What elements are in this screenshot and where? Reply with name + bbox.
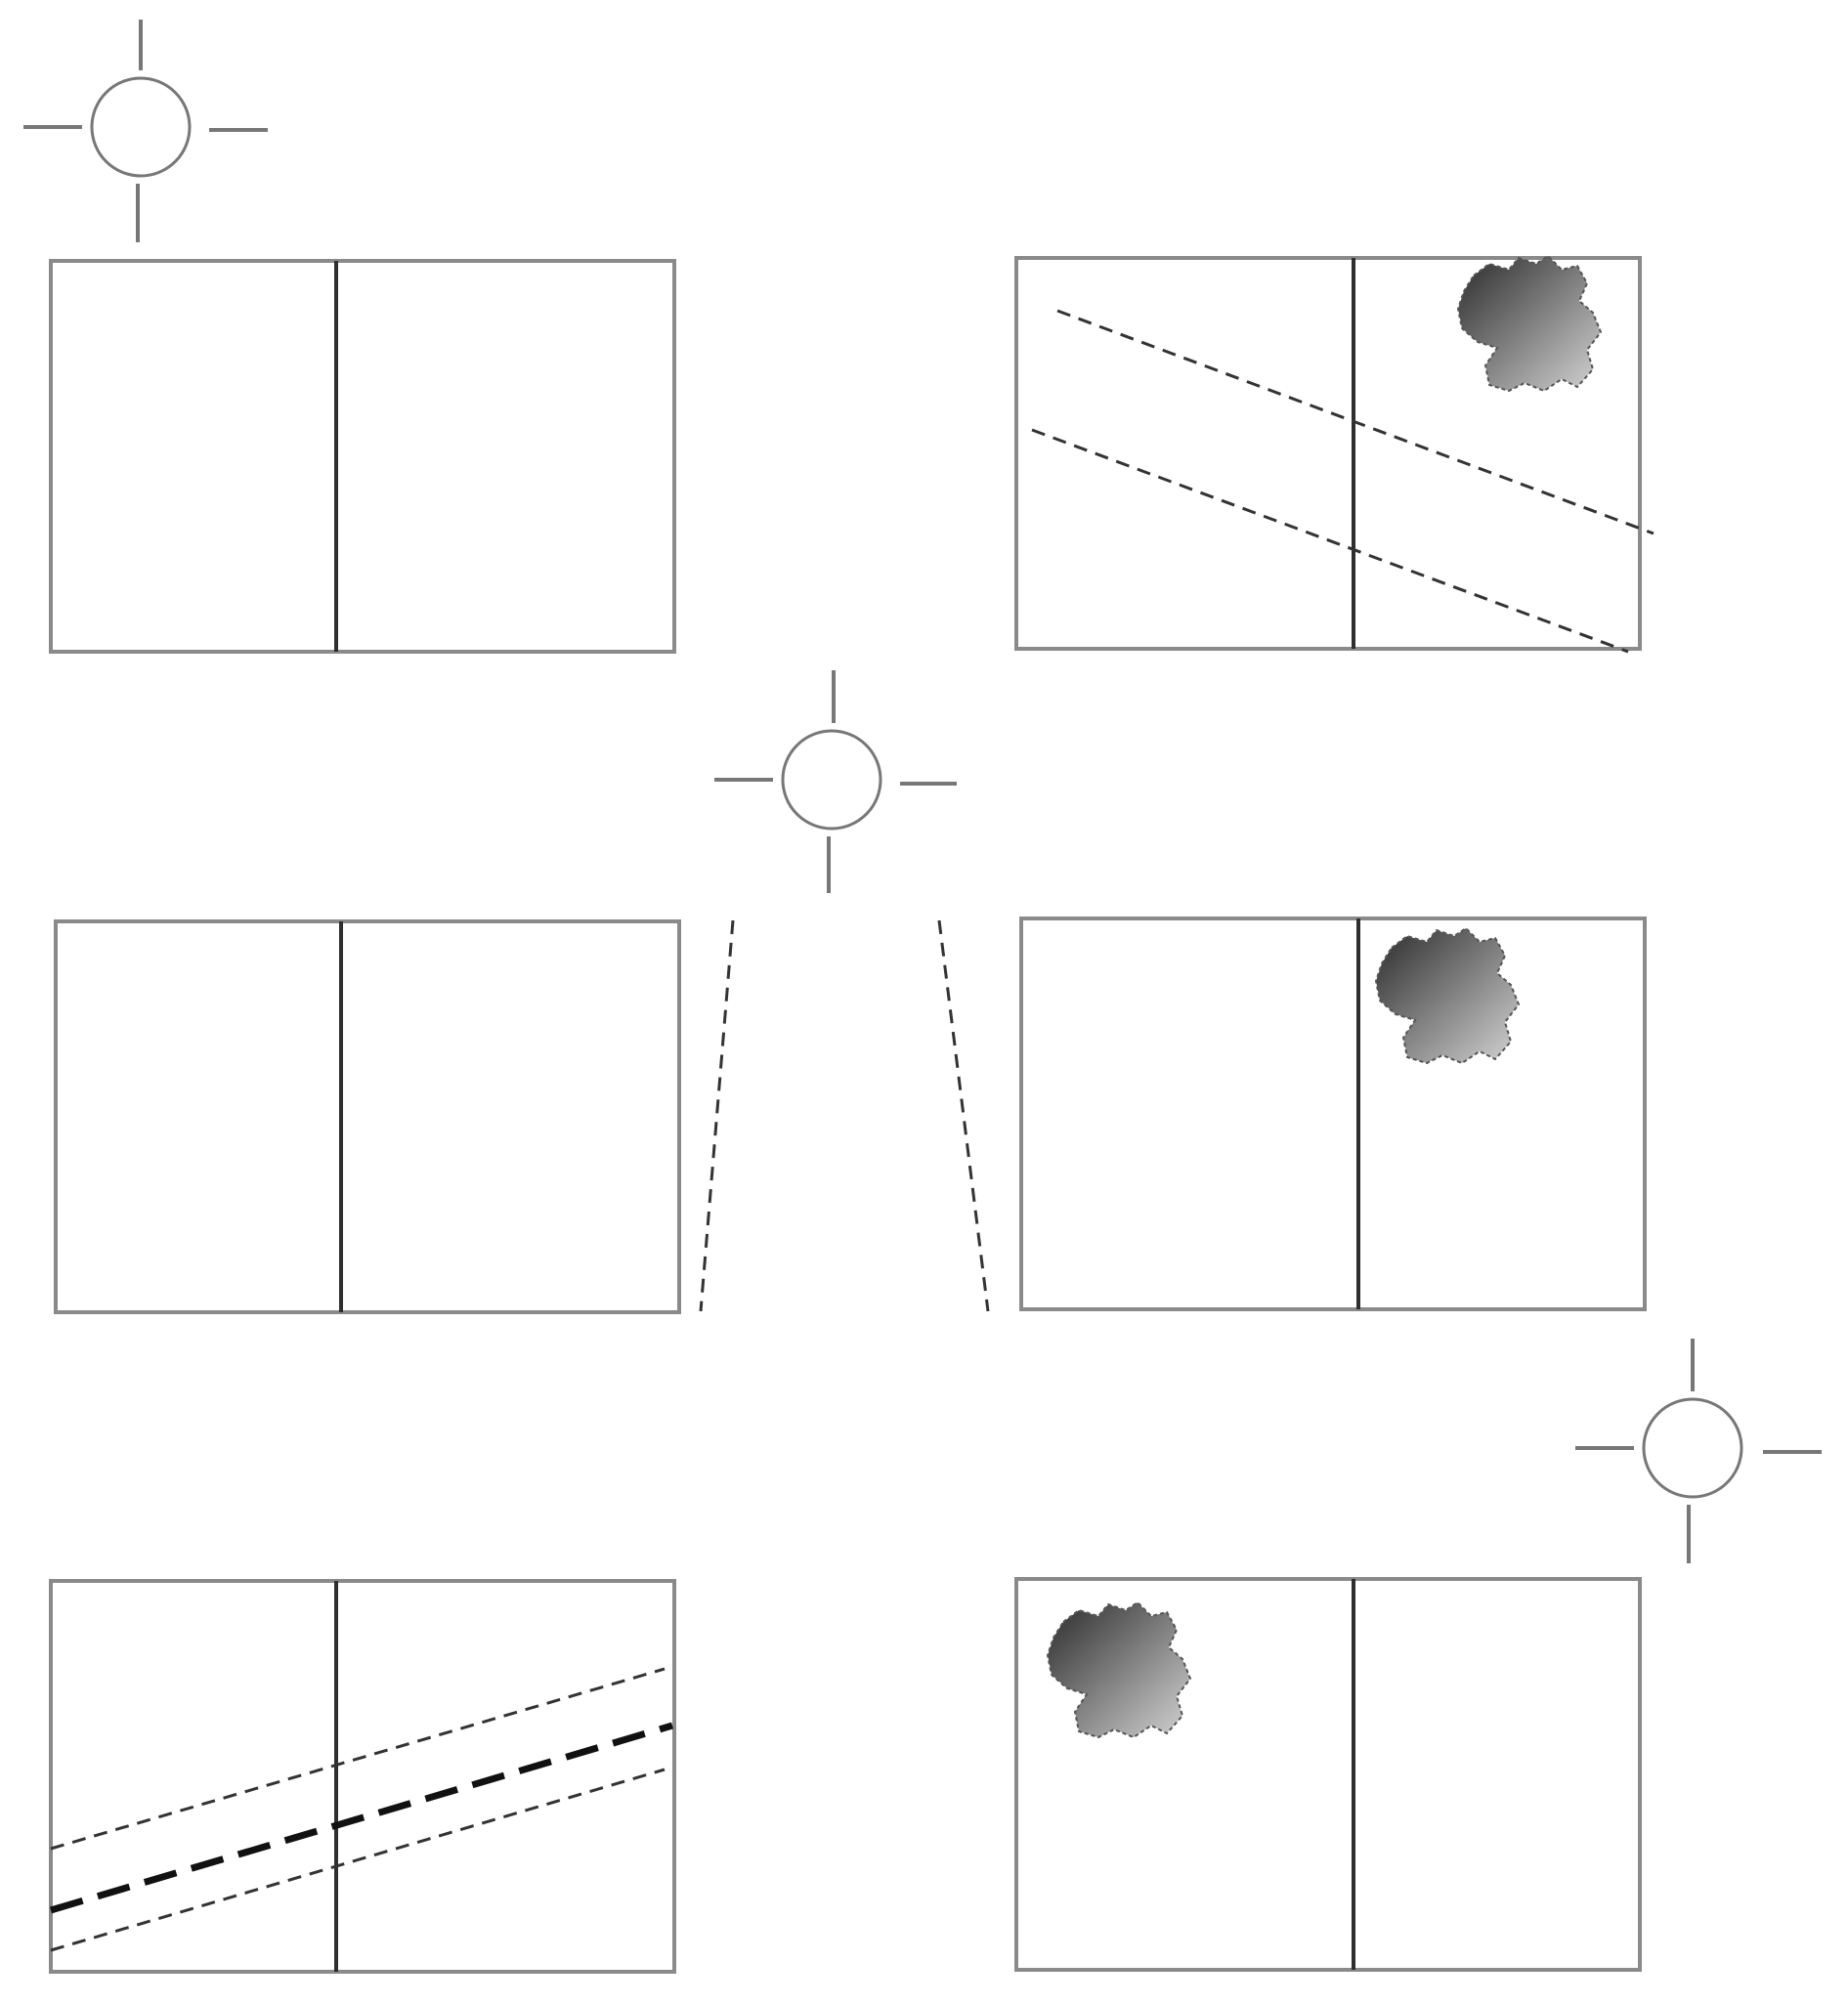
- dashed-line: [50, 1768, 666, 1952]
- gradient-blob-shape: [1047, 1601, 1191, 1738]
- panel-middle-right: [1019, 917, 1647, 1311]
- gradient-blob-shape: [1375, 927, 1520, 1064]
- dashed-line: [1031, 428, 1629, 654]
- panel-frame: [1019, 917, 1647, 1311]
- panel-frame: [49, 259, 676, 654]
- projection-dashed-line: [937, 919, 990, 1312]
- panel-frame: [1014, 256, 1642, 651]
- dashed-line: [50, 1667, 666, 1851]
- panel-frame: [54, 919, 681, 1314]
- panel-top-left: [49, 259, 676, 654]
- panel-frame: [1014, 1577, 1642, 1972]
- gradient-blob-shape: [1457, 255, 1602, 392]
- panel-top-right: [1014, 255, 1655, 654]
- panel-bottom-left: [49, 1579, 676, 1974]
- light-source-icon-right: [1575, 1339, 1822, 1563]
- dashed-line-bold: [50, 1722, 673, 1914]
- panel-bottom-right: [1014, 1577, 1642, 1972]
- dashed-line: [1056, 309, 1655, 535]
- light-source-icon-top-left: [23, 20, 268, 242]
- panel-frame: [49, 1579, 676, 1974]
- projection-dashed-line: [699, 919, 735, 1312]
- light-source-icon-center: [714, 670, 957, 893]
- panel-middle-left: [54, 919, 681, 1314]
